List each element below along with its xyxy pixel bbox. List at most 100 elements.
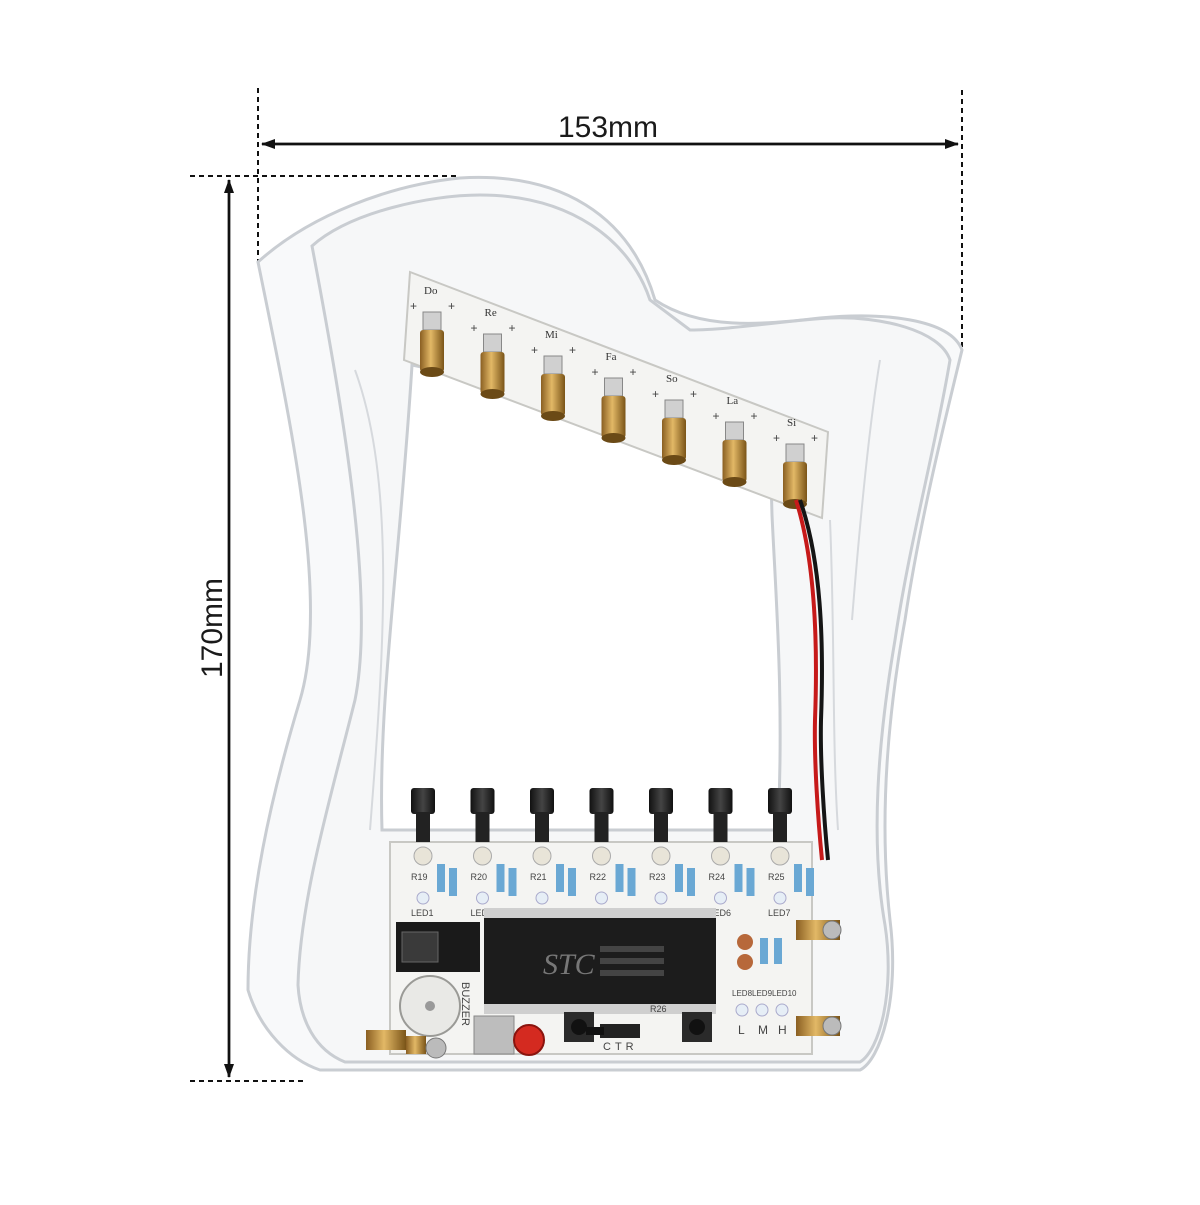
resistor-label: R22 (590, 872, 607, 882)
led (595, 891, 608, 905)
mode-letter: H (778, 1023, 787, 1037)
resistor (675, 864, 683, 892)
mode-led-label: LED9 (752, 989, 773, 998)
svg-text:+: + (592, 365, 599, 379)
mount-clip (725, 421, 744, 441)
sensor-column: R21LED3 (530, 788, 576, 918)
mount-clip (543, 355, 563, 375)
laser-module-do: Do++ (410, 285, 455, 377)
resistor (508, 868, 517, 896)
svg-text:+: + (751, 409, 758, 423)
resistor (496, 864, 505, 892)
photoresistor (770, 846, 790, 866)
slide-switch[interactable] (600, 1024, 640, 1038)
mount-clip (422, 311, 442, 331)
resistor-label: R23 (649, 872, 666, 882)
mode-led-label: LED10 (772, 989, 797, 998)
note-label: Si (787, 417, 796, 429)
laser-diode (541, 374, 565, 416)
svg-text:+: + (509, 321, 516, 335)
resistor (568, 868, 576, 896)
photoresistor (592, 846, 611, 866)
svg-text:+: + (652, 387, 659, 401)
laser-module-mi: Mi + + (531, 329, 576, 421)
resistor (794, 864, 802, 892)
laser-diode (601, 396, 626, 438)
r26-label: R26 (650, 1004, 667, 1014)
led (476, 891, 489, 905)
note-label: Fa (606, 351, 617, 363)
mode-led (775, 1003, 789, 1017)
led (773, 891, 787, 905)
black-wire (798, 499, 830, 861)
photoresistor-cap (470, 788, 495, 814)
led-label: LED6 (709, 908, 732, 918)
resistor-label: R21 (530, 872, 547, 882)
reset-button[interactable] (513, 1024, 545, 1056)
mount-clip (664, 399, 684, 419)
led (416, 891, 430, 905)
photoresistor (413, 846, 433, 866)
mount-clip (483, 333, 502, 353)
mode-led (735, 1003, 749, 1017)
led (714, 891, 727, 905)
main-board: R19LED1R20LED2R21LED3R22LED4R23LED5R24LE… (366, 788, 842, 1059)
switch-label: CTR (603, 1041, 638, 1053)
height-dimension: 170mm (190, 175, 460, 1082)
led-label: LED7 (768, 908, 791, 918)
photoresistor (651, 846, 671, 866)
width-label: 153mm (558, 111, 658, 144)
note-label: Mi (545, 329, 558, 341)
resistor (627, 868, 636, 896)
resistor-label: R20 (471, 872, 488, 882)
mode-letter: L (738, 1023, 745, 1037)
laser-diode (420, 330, 444, 372)
resistor-label: R25 (768, 872, 785, 882)
svg-text:+: + (811, 431, 818, 445)
svg-text:+: + (713, 409, 720, 423)
resistor-label: R24 (709, 872, 726, 882)
resistor (734, 864, 743, 892)
mode-led-label: LED8 (732, 989, 753, 998)
led (654, 891, 668, 905)
laser-module-la: La + + (713, 395, 758, 487)
led-label: LED1 (411, 908, 434, 918)
svg-text:+: + (531, 343, 538, 357)
photoresistor-cap (530, 788, 554, 814)
height-label: 170mm (196, 578, 229, 678)
photoresistor (711, 846, 730, 866)
note-label: La (727, 395, 739, 407)
mode-led (755, 1003, 769, 1017)
resistor (687, 868, 695, 896)
laser-diode (662, 418, 686, 460)
resistor-label: R19 (411, 872, 428, 882)
laser-diode (783, 462, 807, 504)
photoresistor-cap (589, 788, 614, 814)
laser-diode (480, 352, 505, 394)
photoresistor-cap (768, 788, 792, 814)
led-label: LED2 (471, 908, 494, 918)
svg-text:+: + (569, 343, 576, 357)
svg-text:+: + (471, 321, 478, 335)
svg-text:+: + (630, 365, 637, 379)
photoresistor (532, 846, 552, 866)
width-dimension: 153mm (257, 88, 963, 350)
mount-clip (604, 377, 623, 397)
mount-clip (785, 443, 805, 463)
photoresistor-cap (411, 788, 435, 814)
photoresistor-cap (649, 788, 673, 814)
laser-board: Do++Re++Mi++Fa++So++La++Si++ (402, 270, 830, 520)
photoresistor-cap (708, 788, 733, 814)
note-label: So (666, 373, 678, 385)
laser-module-so: So++ (652, 373, 697, 465)
note-label: Re (485, 307, 497, 319)
chip-brand: STC (543, 948, 596, 981)
photoresistor (473, 846, 492, 866)
buzzer-label: BUZZER (459, 982, 471, 1026)
led (535, 891, 549, 905)
resistor (806, 868, 814, 896)
